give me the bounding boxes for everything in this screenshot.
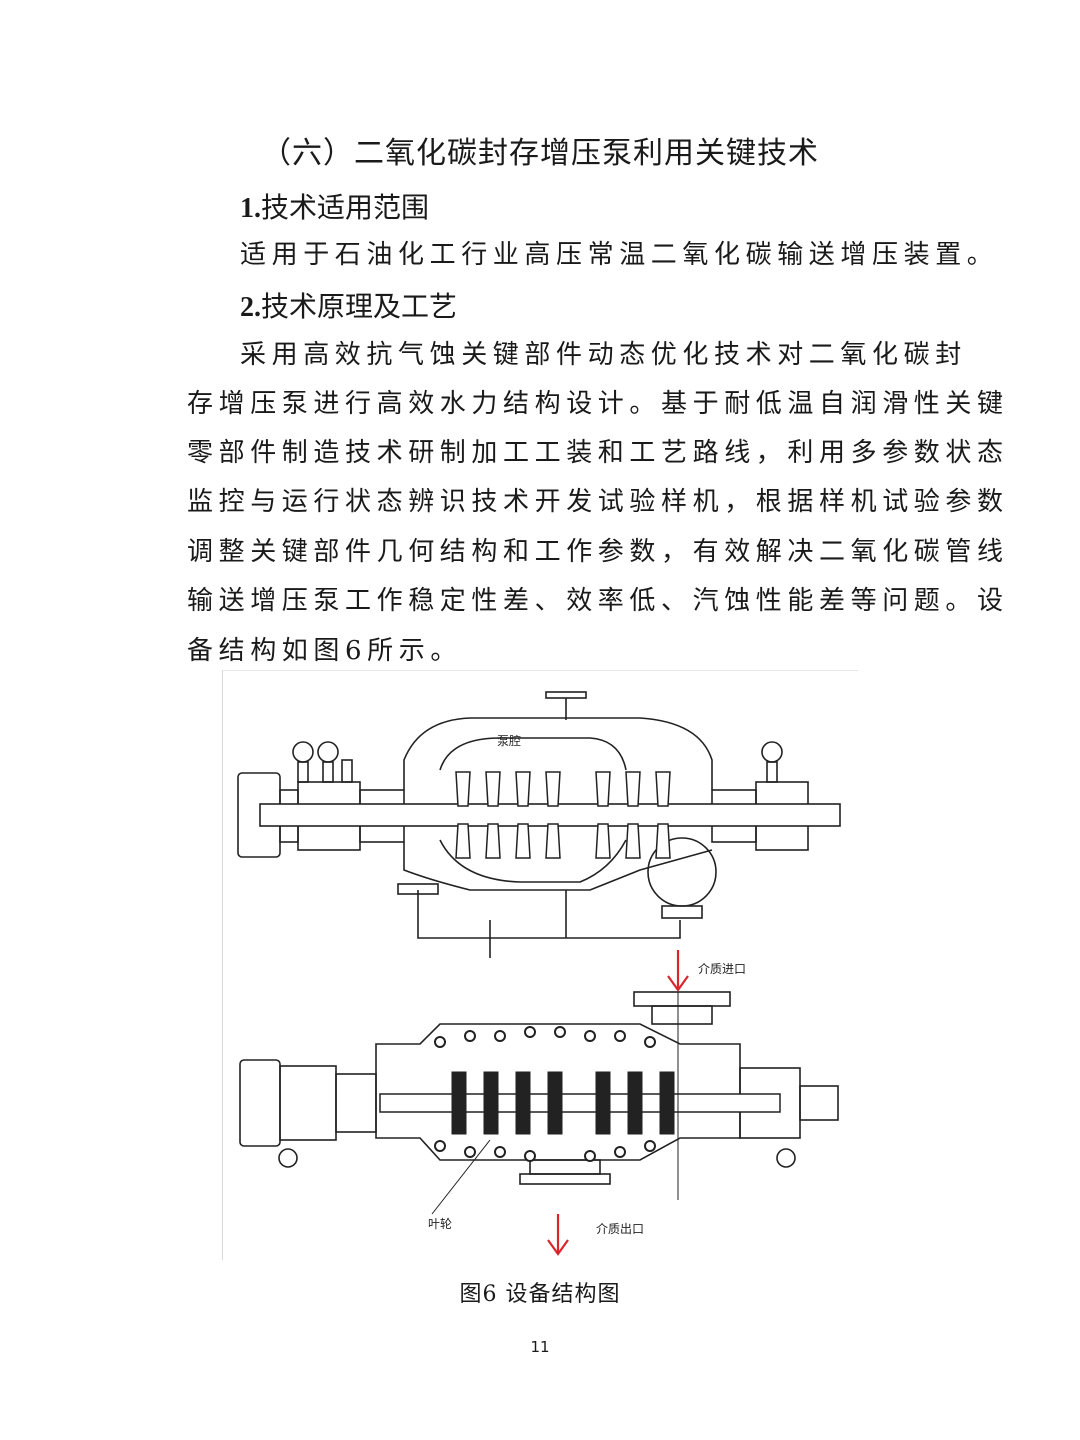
scope-paragraph: 适用于石油化工行业高压常温二氧化碳输送增压装置。 [240,240,999,270]
label-pump-cavity: 泵腔 [497,733,521,748]
impeller-stack [455,771,671,859]
body-line-3: 零部件制造技术研制加工工装和工艺路线，利用多参数状态 [187,438,1009,468]
body-line-4: 监控与运行状态辨识技术开发试验样机，根据样机试验参数 [187,487,1009,517]
plan-shaft [379,1093,781,1113]
page-number: 11 [530,1338,550,1356]
impeller-leader-line [431,1139,491,1215]
impeller-plan-stack [451,1071,675,1135]
body-line-5: 调整关键部件几何结构和工作参数，有效解决二氧化碳管线 [187,537,1009,567]
inlet-arrow [667,950,689,992]
label-medium-outlet: 介质出口 [596,1222,644,1236]
section-title: （六）二氧化碳封存增压泵利用关键技术 [261,136,819,171]
heading-principle-number: 2. [240,292,261,323]
body-line-6: 输送增压泵工作稳定性差、效率低、汽蚀性能差等问题。设 [187,586,1009,616]
pump-plan-view [239,991,839,1185]
heading-scope-text: 技术适用范围 [261,191,430,224]
outlet-arrow [547,1214,569,1256]
body-line-7: 备结构如图6所示。 [187,636,462,666]
figure-caption: 图6 设备结构图 [459,1282,621,1307]
label-impeller: 叶轮 [428,1217,452,1231]
heading-scope: 1.技术适用范围 [240,186,429,226]
label-medium-inlet: 介质进口 [698,962,746,976]
heading-scope-number: 1. [240,193,261,224]
heading-principle-text: 技术原理及工艺 [261,290,458,323]
figure-frame [222,670,858,1260]
casing-bolts [434,1026,656,1162]
pump-shaft [259,803,841,827]
heading-principle: 2.技术原理及工艺 [240,285,457,325]
body-line-1: 采用高效抗气蚀关键部件动态优化技术对二氧化碳封 [240,340,967,370]
pump-structure-figure: 泵腔 [237,691,841,1256]
body-line-2: 存增压泵进行高效水力结构设计。基于耐低温自润滑性关键 [187,389,1009,419]
